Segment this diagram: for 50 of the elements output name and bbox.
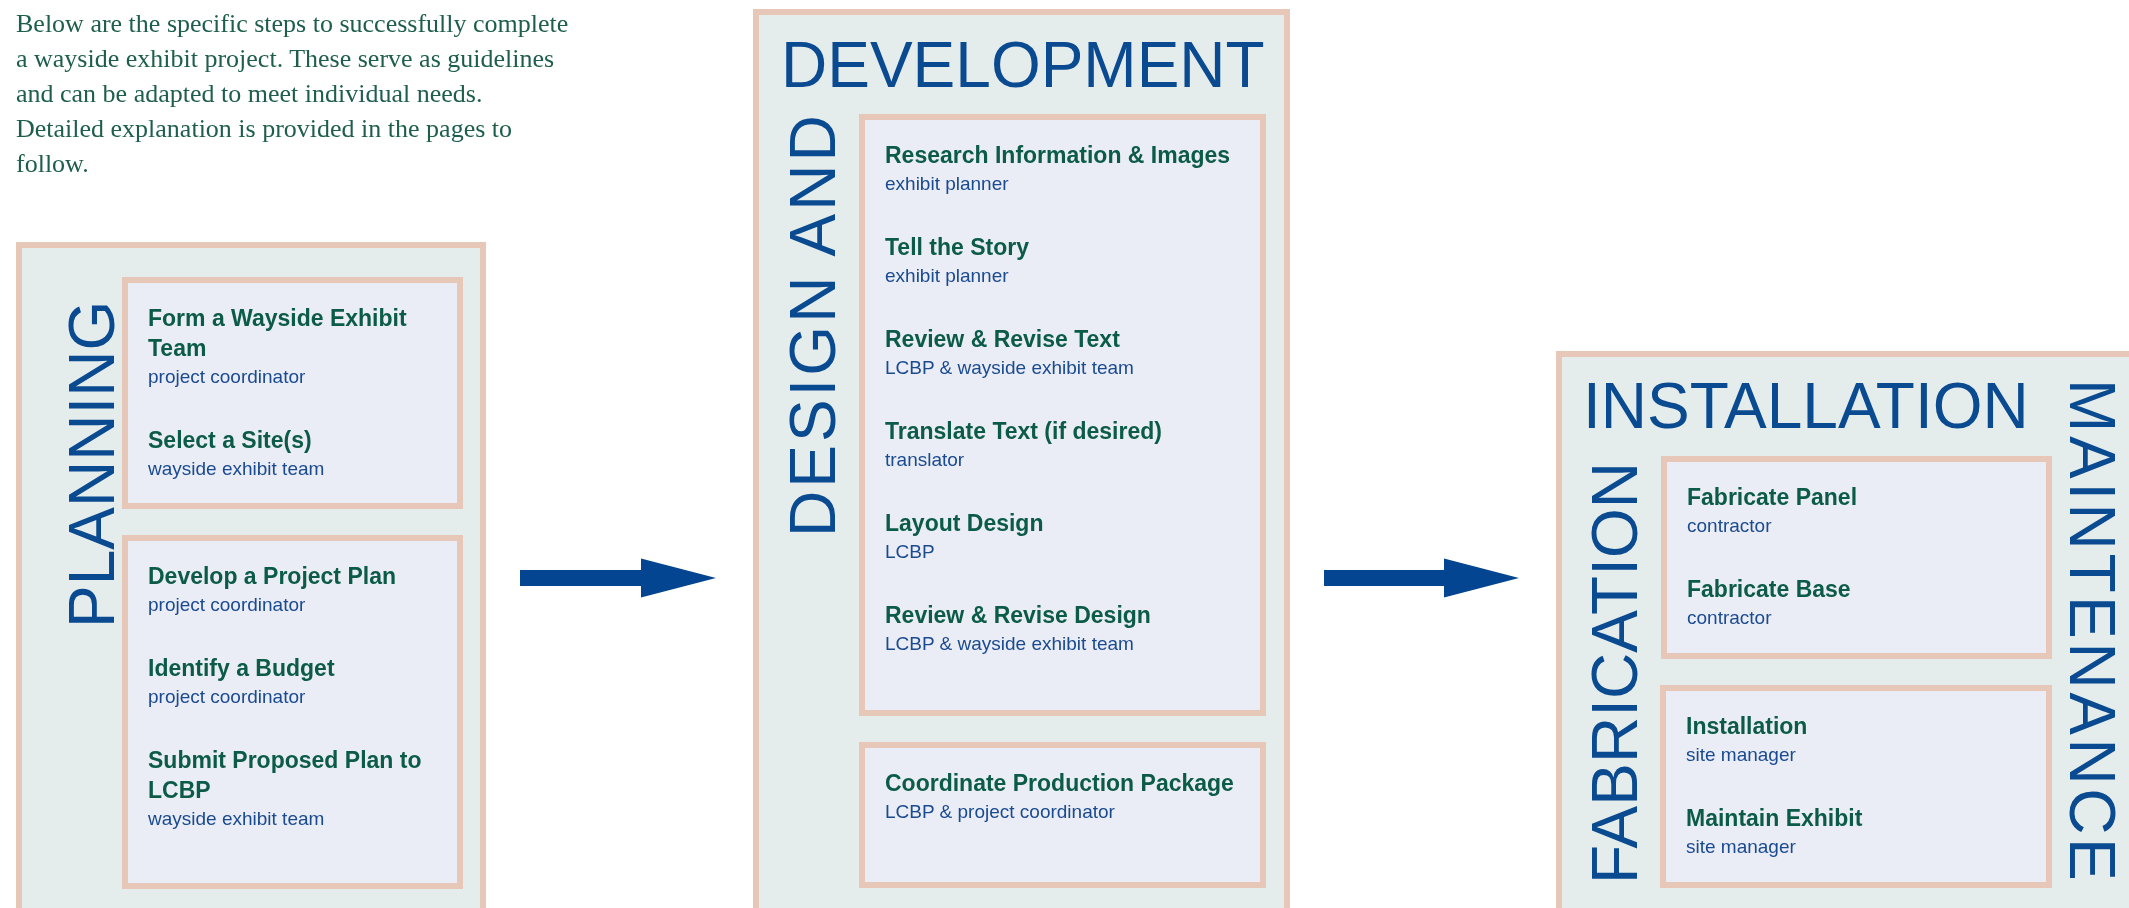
phase-title: MAINTENANCE <box>2060 379 2124 885</box>
task-title: Layout Design <box>885 509 1045 538</box>
role-text: exhibit planner <box>885 172 1010 196</box>
task-box <box>122 535 463 889</box>
role-text: project coordinator <box>148 685 307 709</box>
role-text: project coordinator <box>148 593 307 617</box>
role-text: contractor <box>1687 514 1773 538</box>
role-text: wayside exhibit team <box>148 457 326 481</box>
task-title: Coordinate Production Package <box>885 769 1235 798</box>
task-title: Maintain Exhibit <box>1686 804 1864 833</box>
task-title: Fabricate Panel <box>1687 483 1859 512</box>
phase-title: PLANNING <box>60 300 124 628</box>
phase-panel <box>1556 351 2129 908</box>
role-text: exhibit planner <box>885 264 1010 288</box>
task-box <box>122 277 463 509</box>
role-text: LCBP & wayside exhibit team <box>885 632 1135 656</box>
task-title: Submit Proposed Plan to LCBP <box>148 746 423 805</box>
arrow <box>1324 558 1519 598</box>
task-box <box>1660 685 2052 888</box>
task-title: Review & Revise Text <box>885 325 1121 354</box>
role-text: LCBP & project coordinator <box>885 800 1116 824</box>
role-text: project coordinator <box>148 365 307 389</box>
task-title: Develop a Project Plan <box>148 562 397 591</box>
task-title: Select a Site(s) <box>148 426 313 455</box>
role-text: site manager <box>1686 835 1797 859</box>
phase-title: INSTALLATION <box>1583 374 2029 438</box>
role-text: LCBP & wayside exhibit team <box>885 356 1135 380</box>
task-box <box>859 114 1266 716</box>
arrow <box>520 558 716 598</box>
task-title: Form a Wayside Exhibit Team <box>148 304 408 363</box>
intro-text: Below are the specific steps to successfully complete a wayside exhibit project. These serve as guidelines and can be adapted to meet individual needs. Detailed explanation is provided in the pages to follow. <box>16 8 570 180</box>
task-title: Tell the Story <box>885 233 1030 262</box>
task-title: Research Information & Images <box>885 141 1232 170</box>
phase-title: FABRICATION <box>1583 462 1647 884</box>
role-text: site manager <box>1686 743 1797 767</box>
role-text: translator <box>885 448 966 472</box>
task-title: Identify a Budget <box>148 654 336 683</box>
task-title: Installation <box>1686 712 1809 741</box>
phase-panel <box>16 242 486 908</box>
role-text: LCBP <box>885 540 936 564</box>
task-box <box>1661 456 2052 659</box>
phase-title: DEVELOPMENT <box>781 33 1265 97</box>
task-box <box>859 742 1266 888</box>
phase-title: DESIGN AND <box>781 112 845 537</box>
role-text: contractor <box>1687 606 1773 630</box>
phase-panel <box>753 9 1290 908</box>
task-title: Translate Text (if desired) <box>885 417 1163 446</box>
task-title: Fabricate Base <box>1687 575 1852 604</box>
role-text: wayside exhibit team <box>148 807 326 831</box>
task-title: Review & Revise Design <box>885 601 1152 630</box>
